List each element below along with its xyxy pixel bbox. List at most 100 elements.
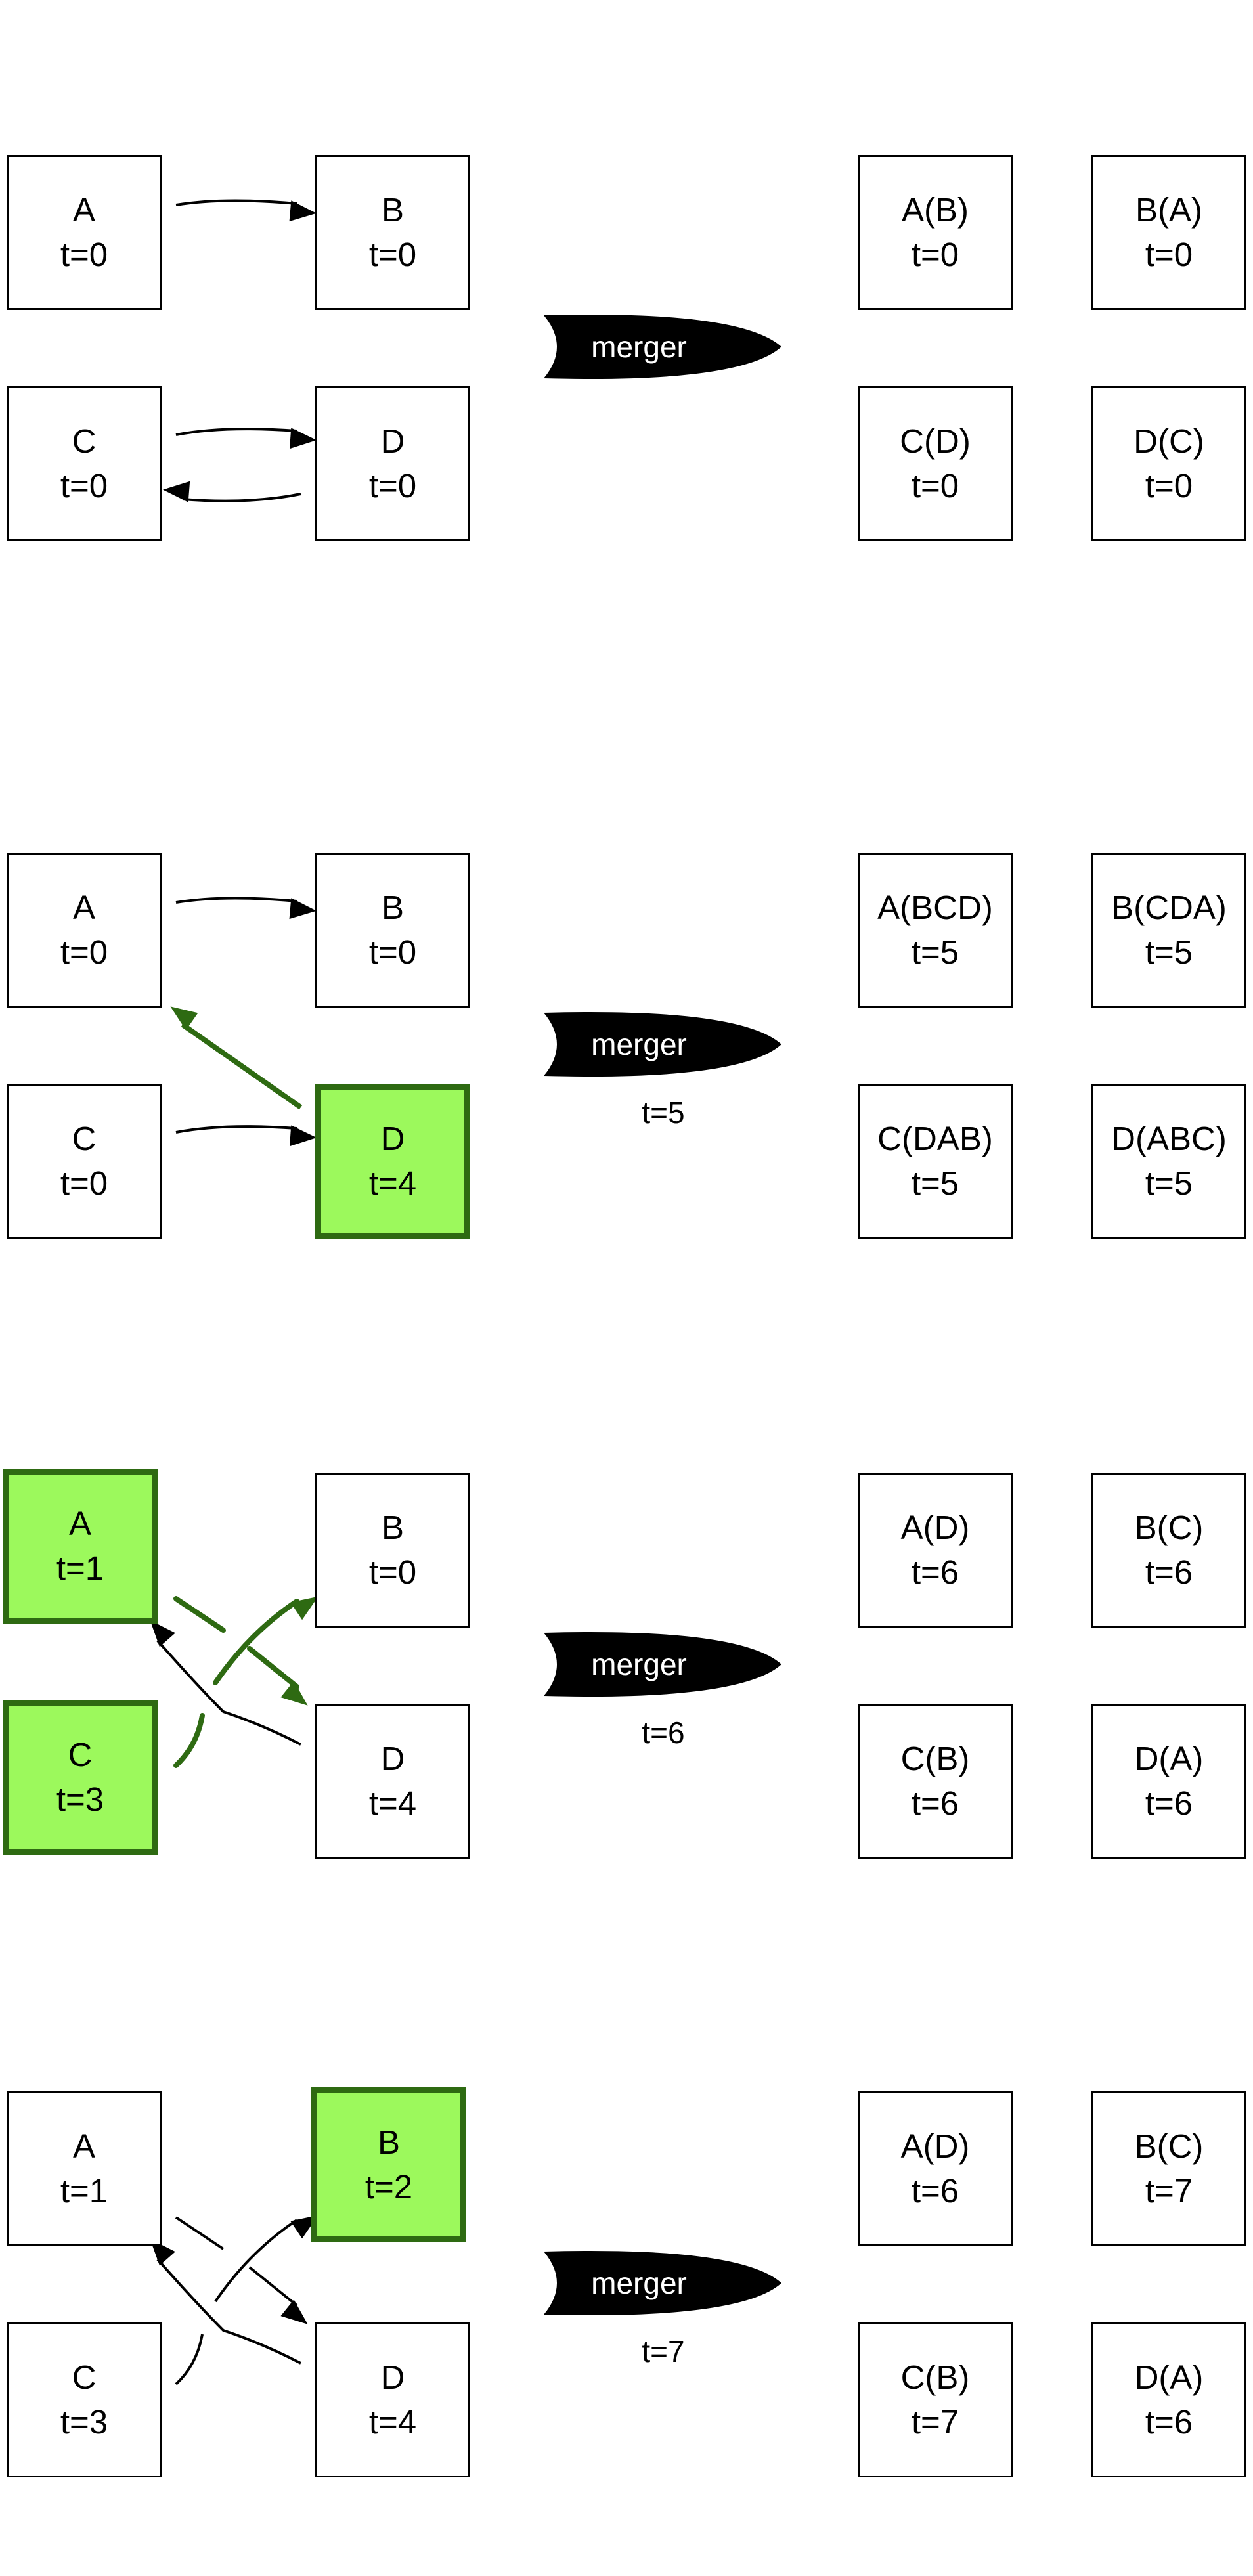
node-a-bcd: A(BCD)t=5: [858, 853, 1013, 1008]
node-a-d: A(D) t=6: [858, 2091, 1013, 2246]
node-label: C(B): [900, 2359, 970, 2396]
node-ab: A(B) t=0: [858, 155, 1013, 310]
node-time: t=1: [60, 2172, 108, 2210]
node-label: D: [380, 422, 405, 460]
node-label: A: [68, 1505, 92, 1542]
merger-shape: [544, 2251, 781, 2315]
node-label: A: [72, 889, 96, 926]
node-label: C: [72, 1120, 97, 1157]
node-label: D: [380, 2359, 405, 2396]
merger-time: t=6: [642, 1716, 685, 1750]
arrow-d-to-a: [170, 1006, 303, 1110]
merger-time: t=7: [642, 2334, 685, 2368]
node-label: A(D): [900, 2127, 970, 2165]
arrow-d-to-a: [150, 1620, 301, 1746]
node-label: B(CDA): [1111, 889, 1227, 926]
node-time: t=6: [1145, 2403, 1193, 2441]
node-c-dab: C(DAB) t=5: [858, 1084, 1013, 1239]
node-time: t=3: [56, 1781, 104, 1818]
node-time: t=6: [1145, 1553, 1193, 1591]
node-time: t=7: [911, 2403, 959, 2441]
node-time: t=5: [1145, 933, 1193, 971]
arrow-a-to-d: [173, 1596, 297, 1687]
node-label: A: [72, 2127, 96, 2165]
merger-label: merger: [591, 330, 687, 364]
node-label: C: [72, 2359, 97, 2396]
node-c-b: C(B) t=7: [858, 2322, 1013, 2477]
node-label: D(A): [1134, 2359, 1204, 2396]
panel-3-arrows: [150, 1318, 1253, 1768]
node-label: B(C): [1134, 2127, 1204, 2165]
node-label: C(DAB): [877, 1120, 993, 1157]
node-time: t=5: [1145, 1165, 1193, 1202]
node-time: t=0: [60, 1165, 108, 1202]
node-time: t=7: [1145, 2172, 1193, 2210]
node-b-c: B(C) t=7: [1091, 2091, 1246, 2246]
node-label: C: [68, 1736, 93, 1773]
node-label: A(B): [902, 191, 969, 229]
node-time: t=1: [56, 1549, 104, 1587]
node-time: t=0: [911, 467, 959, 504]
arrow-c-to-d: [175, 1125, 317, 1147]
node-time: t=6: [1145, 1785, 1193, 1822]
node-label: D(A): [1134, 1740, 1204, 1777]
merger-shape: [544, 1012, 781, 1077]
node-time: t=6: [911, 2172, 959, 2210]
node-label: B: [381, 1509, 405, 1546]
node-time: t=3: [60, 2403, 108, 2441]
node-time: t=0: [1145, 236, 1193, 273]
node-time: t=4: [368, 1165, 417, 1202]
panel-1-arrows: [163, 199, 317, 502]
node-b-c: B(C) t=6: [1091, 1473, 1246, 1628]
node-time: t=4: [368, 2403, 417, 2441]
node-time: t=0: [368, 467, 417, 504]
merger-shape: [544, 1632, 781, 1697]
node-time: t=0: [60, 467, 108, 504]
node-time: t=0: [911, 236, 959, 273]
node-label: B(C): [1134, 1509, 1204, 1546]
node-label: B(A): [1135, 191, 1202, 229]
node-time: t=0: [1145, 467, 1193, 504]
node-b-cda: B(CDA) t=5: [1091, 853, 1246, 1008]
panel-4-arrows: [150, 1936, 1253, 2386]
merger-time: t=5: [642, 1096, 685, 1130]
node-label: B: [381, 889, 405, 926]
node-time: t=0: [368, 1553, 417, 1591]
node-time: t=0: [368, 236, 417, 273]
arrow-c-to-b: [175, 2220, 297, 2386]
merger-label: merger: [591, 1647, 687, 1681]
node-d-a: D(A) t=6: [1091, 1704, 1246, 1859]
node-a-d: A(D)t=6: [858, 1473, 1013, 1628]
node-time: t=4: [368, 1785, 417, 1822]
merger-label: merger: [591, 2266, 687, 2300]
node-time: t=0: [60, 236, 108, 273]
node-d-abc: D(ABC)t=5: [1091, 1084, 1246, 1239]
node-time: t=5: [911, 1165, 959, 1202]
node-label: A(BCD): [877, 889, 993, 926]
arrow-a-to-b: [175, 199, 317, 222]
node-label: C: [72, 422, 97, 460]
node-time: t=0: [60, 933, 108, 971]
node-d-a: D(A) t=6: [1091, 2322, 1246, 2477]
node-label: C(D): [900, 422, 971, 460]
node-label: D: [380, 1740, 405, 1777]
arrow-c-to-d: [175, 428, 317, 449]
node-label: A(D): [900, 1509, 970, 1546]
node-label: C(B): [900, 1740, 970, 1777]
